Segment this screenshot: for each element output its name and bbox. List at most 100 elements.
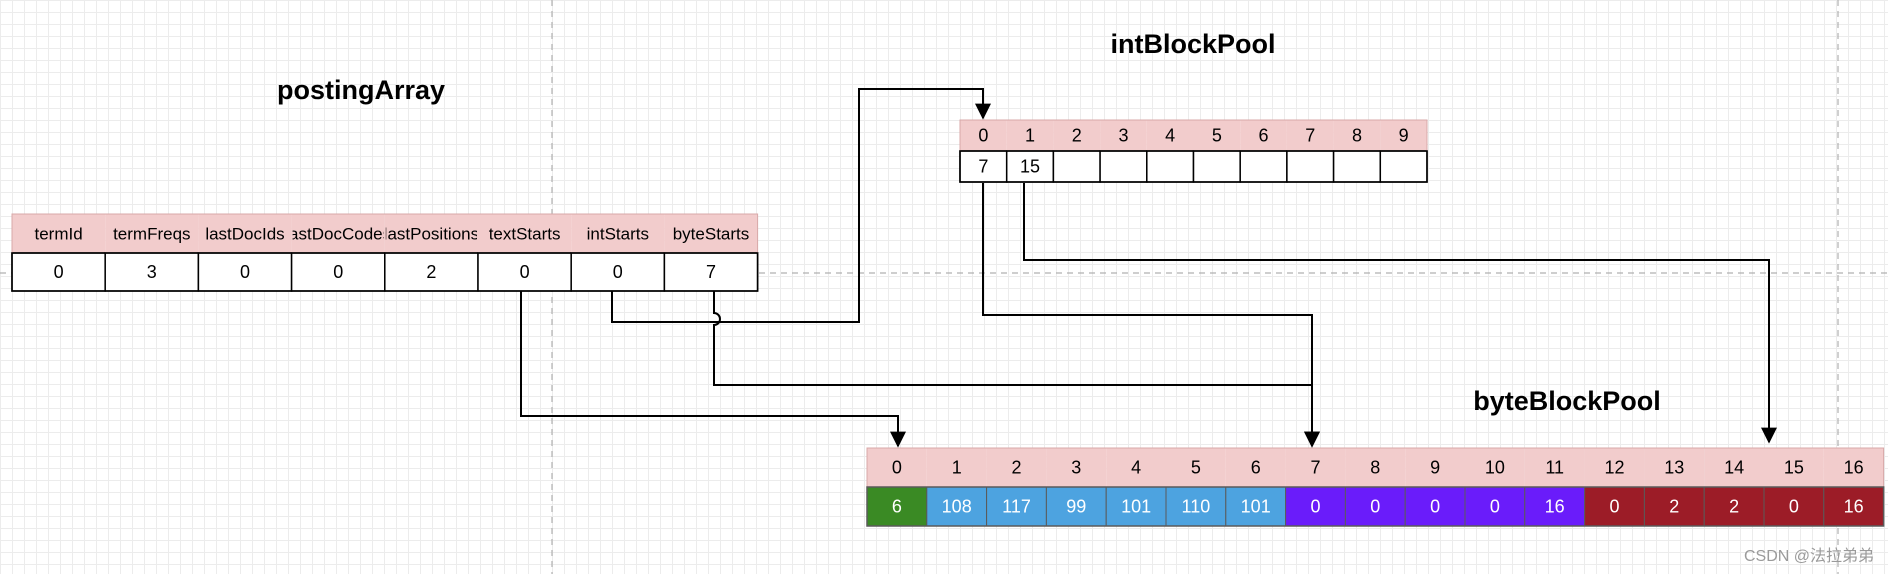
intpool-header-cell xyxy=(1240,120,1287,151)
intpool-header-cell xyxy=(1286,120,1334,151)
posting-header-cell xyxy=(291,214,385,253)
bytepool-value-cell xyxy=(1524,486,1586,527)
bytepool-header-label: 6 xyxy=(1251,458,1261,478)
intpool-header-cell xyxy=(1053,120,1101,151)
bytepool-value-label: 2 xyxy=(1669,497,1679,517)
bytepool-header-label: 15 xyxy=(1784,458,1804,478)
posting-value-label: 0 xyxy=(333,262,343,282)
bytepool-value-cell xyxy=(1285,486,1346,527)
arrow-intstarts-to-intpool xyxy=(611,88,991,323)
intpool-header-cell xyxy=(1006,120,1054,151)
posting-value-label: 0 xyxy=(240,262,250,282)
bytepool-header-cell xyxy=(1166,448,1226,487)
bytepool-header-label: 11 xyxy=(1545,458,1564,478)
posting-header-label: byteStarts xyxy=(673,225,750,244)
posting-header-cell xyxy=(664,214,758,253)
intpool-header-cell xyxy=(960,120,1007,151)
bytepool-header-label: 7 xyxy=(1310,458,1320,478)
arrow-int0-to-byte7 xyxy=(982,183,1320,448)
posting-header-label: intStarts xyxy=(587,225,649,244)
arrow-textstarts-to-bytepool xyxy=(520,291,906,448)
intpool-value-cell xyxy=(1192,150,1241,183)
bytepool-value-label: 16 xyxy=(1545,497,1565,517)
posting-value-label: 0 xyxy=(54,262,64,282)
bytepool-header-cell xyxy=(1405,448,1465,487)
bytepool-header-label: 12 xyxy=(1604,458,1624,478)
bytepool-value-label: 0 xyxy=(1789,497,1799,517)
bytepool-header-label: 2 xyxy=(1011,458,1021,478)
intpool-header-label: 6 xyxy=(1259,126,1269,146)
bytepool-header-cell xyxy=(1584,448,1645,487)
intpool-header-cell xyxy=(1333,120,1381,151)
intpool-header-cell xyxy=(1380,120,1427,151)
intpool-header-label: 8 xyxy=(1352,126,1362,146)
bytepool-header-cell xyxy=(1046,448,1107,487)
int-block-pool-title: intBlockPool xyxy=(1110,29,1275,59)
posting-value-cell xyxy=(104,252,200,292)
posting-array-title: postingArray xyxy=(277,75,445,105)
bytepool-value-label: 110 xyxy=(1182,497,1211,517)
posting-value-outline xyxy=(11,252,759,292)
watermark: CSDN @法拉弟弟 xyxy=(1744,547,1874,565)
bytepool-header-label: 13 xyxy=(1664,458,1684,478)
bytepool-value-label: 16 xyxy=(1844,497,1864,517)
bytepool-value-cell xyxy=(1225,486,1287,527)
bytepool-header-cell xyxy=(867,448,927,487)
bytepool-value-label: 0 xyxy=(1609,497,1619,517)
bytepool-value-cell xyxy=(926,486,988,527)
bytepool-value-cell xyxy=(986,486,1047,527)
bytepool-header-cell xyxy=(1823,448,1884,487)
intpool-header-label: 5 xyxy=(1212,126,1222,146)
intpool-value-cell xyxy=(1239,150,1288,183)
intpool-header-label: 1 xyxy=(1025,126,1035,146)
intpool-header-label: 0 xyxy=(978,126,988,146)
intpool-value-cell xyxy=(1099,150,1148,183)
bytepool-header-cell xyxy=(1524,448,1585,487)
bytepool-header-cell xyxy=(926,448,987,487)
posting-value-cell xyxy=(11,252,106,292)
arrow-bytestarts-to-bytepool xyxy=(713,291,1320,448)
bytepool-value-label: 0 xyxy=(1310,497,1320,517)
bytepool-header-label: 3 xyxy=(1071,458,1081,478)
bytepool-header-label: 0 xyxy=(892,458,902,478)
bytepool-header-cell xyxy=(1106,448,1166,487)
bytepool-header-label: 9 xyxy=(1430,458,1440,478)
posting-value-label: 2 xyxy=(426,262,436,282)
intpool-value-label: 15 xyxy=(1020,157,1040,177)
intpool-value-cell xyxy=(1379,150,1428,183)
intpool-header-label: 2 xyxy=(1072,126,1082,146)
posting-header-cell xyxy=(478,214,572,253)
posting-value-label: 0 xyxy=(613,262,623,282)
posting-header-label: lastDocIds xyxy=(205,225,284,244)
bytepool-value-cell xyxy=(1763,486,1825,527)
bytepool-header-cell xyxy=(1704,448,1764,487)
bytepool-value-label: 117 xyxy=(1002,497,1031,517)
posting-header-label: textStarts xyxy=(489,225,561,244)
intpool-header-label: 4 xyxy=(1165,126,1175,146)
bytepool-value-label: 0 xyxy=(1430,497,1440,517)
bytepool-value-label: 0 xyxy=(1490,497,1500,517)
bytepool-header-cell xyxy=(1345,448,1406,487)
intpool-header-label: 3 xyxy=(1118,126,1128,146)
bytepool-header-cell xyxy=(1764,448,1824,487)
posting-header-cell xyxy=(198,214,292,253)
bytepool-header-cell xyxy=(1644,448,1705,487)
byte-block-pool-table: 0611082117399410151106101708090100111612… xyxy=(866,447,1885,527)
intpool-value-label: 7 xyxy=(978,157,988,177)
bytepool-header-label: 5 xyxy=(1191,458,1201,478)
connectors xyxy=(520,88,1777,448)
bytepool-header-label: 1 xyxy=(952,458,962,478)
bytepool-header-label: 8 xyxy=(1370,458,1380,478)
bytepool-header-label: 10 xyxy=(1485,458,1505,478)
bytepool-value-outline xyxy=(866,486,1885,527)
posting-array-table: termId0termFreqs3lastDocIds0lastDocCodes… xyxy=(11,213,759,292)
bytepool-header-cell xyxy=(1285,448,1346,487)
bytepool-value-label: 2 xyxy=(1729,497,1739,517)
bytepool-value-label: 0 xyxy=(1370,497,1380,517)
bytepool-value-label: 101 xyxy=(1121,497,1151,517)
posting-header-cell xyxy=(12,214,106,253)
intpool-value-cell xyxy=(1332,150,1382,183)
bytepool-header-label: 4 xyxy=(1131,458,1141,478)
